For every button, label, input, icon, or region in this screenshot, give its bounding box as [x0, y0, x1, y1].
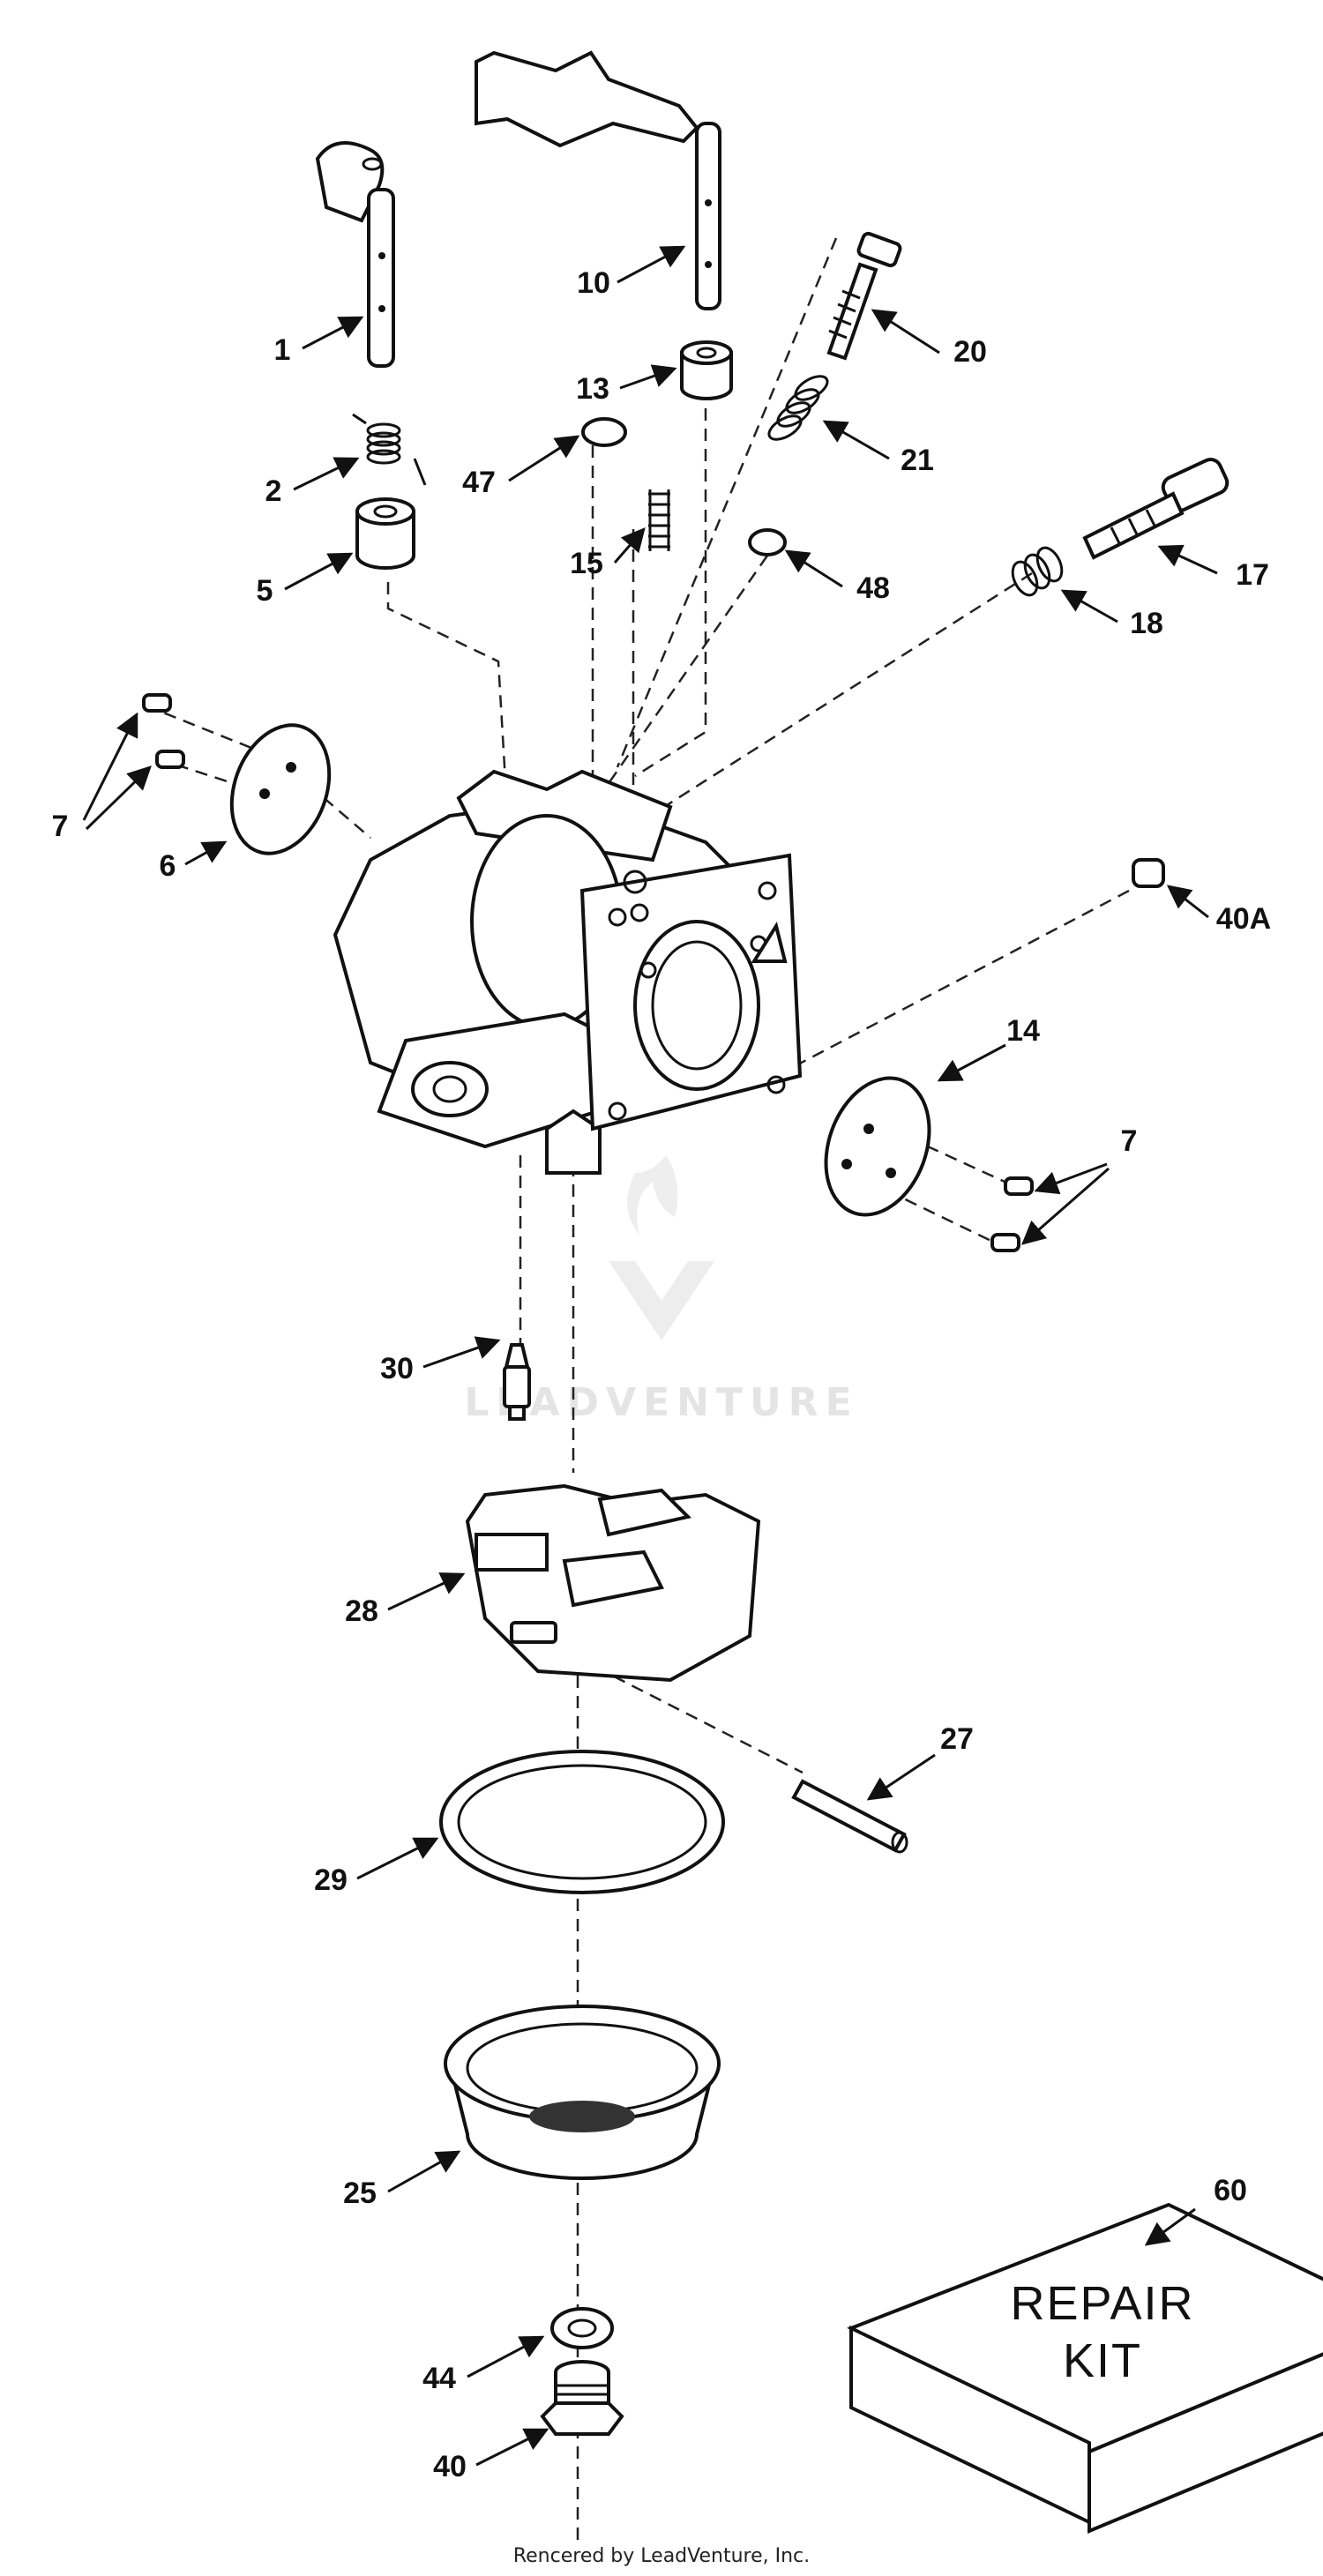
- part-18-spring: [1011, 546, 1064, 597]
- label-29: 29: [314, 1863, 348, 1897]
- label-30: 30: [380, 1352, 414, 1385]
- repair-kit-line1: REPAIR: [1010, 2277, 1194, 2330]
- label-27: 27: [940, 1722, 974, 1756]
- label-1: 1: [274, 333, 291, 367]
- part-47-welch-plug: [581, 417, 627, 447]
- part-30-inlet-needle: [503, 1343, 531, 1421]
- part-7-screws-right: [990, 1176, 1034, 1252]
- part-28-float: [465, 1483, 761, 1683]
- label-5: 5: [257, 574, 273, 608]
- part-17-main-screw: [1082, 458, 1230, 560]
- label-40: 40: [433, 2450, 467, 2483]
- part-5-bushing: [355, 497, 415, 570]
- label-28: 28: [345, 1594, 378, 1628]
- part-1-throttle-shaft: [315, 141, 395, 368]
- part-20-idle-screw: [826, 231, 902, 361]
- part-14-choke-plate: [824, 1076, 931, 1217]
- part-2-spring: [352, 413, 427, 486]
- label-14: 14: [1006, 1014, 1040, 1048]
- part-7-screws-left: [142, 693, 185, 769]
- label-47: 47: [462, 466, 496, 499]
- label-48: 48: [856, 571, 890, 605]
- part-15-spring: [648, 489, 670, 551]
- part-25-float-bowl: [444, 2005, 721, 2180]
- label-7-left: 7: [52, 810, 69, 843]
- label-10: 10: [577, 266, 610, 300]
- label-44: 44: [422, 2362, 456, 2395]
- footer-credit: Rencered by LeadVenture, Inc.: [513, 2545, 810, 2567]
- part-29-gasket: [439, 1750, 725, 1894]
- label-18: 18: [1130, 607, 1163, 640]
- part-44-washer: [550, 2307, 614, 2349]
- assembly-lines: [145, 216, 1130, 2540]
- part-27-float-pin: [791, 1779, 908, 1854]
- label-6: 6: [160, 849, 176, 883]
- label-25: 25: [343, 2177, 377, 2210]
- label-60: 60: [1214, 2174, 1247, 2207]
- part-13-bushing: [680, 340, 733, 400]
- part-21-spring: [767, 375, 829, 441]
- label-15: 15: [570, 547, 603, 580]
- part-40a-plug: [1132, 858, 1165, 888]
- label-20: 20: [953, 335, 987, 369]
- part-48-washer: [748, 528, 787, 556]
- label-21: 21: [901, 444, 934, 477]
- label-7-right: 7: [1121, 1124, 1138, 1158]
- part-labels: 1 2 5 6 7 10 13 47 15 20 21 48 17 18 40A…: [52, 266, 1272, 2483]
- part-60-repair-kit: [847, 2202, 1323, 2534]
- part-40-bowl-nut: [540, 2360, 624, 2436]
- leader-arrows: [82, 245, 1218, 2467]
- repair-kit-line2: KIT: [1063, 2334, 1142, 2387]
- part-6-throttle-plate: [229, 723, 332, 855]
- part-10-choke-shaft: [475, 50, 721, 310]
- part-carburetor-body: [333, 769, 803, 1175]
- label-13: 13: [576, 372, 609, 406]
- label-2: 2: [265, 474, 282, 508]
- watermark-logo: [609, 1155, 714, 1340]
- label-17: 17: [1236, 558, 1269, 592]
- label-40a: 40A: [1216, 902, 1271, 936]
